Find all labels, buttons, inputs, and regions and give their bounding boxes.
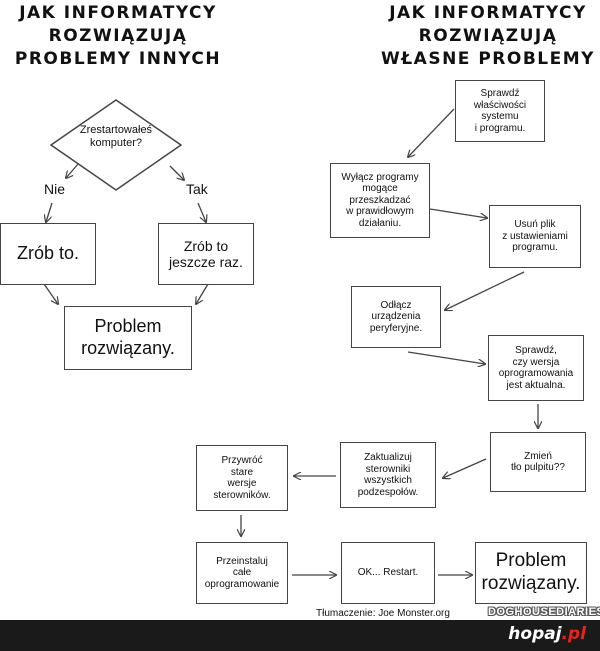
- translation-credit: Tłumaczenie: Joe Monster.org: [316, 608, 450, 619]
- branch-yes-label: Tak: [186, 181, 208, 197]
- arrow-do-again-to-solved: [196, 283, 209, 304]
- box-change-wallpaper: Zmień tło pulpitu??: [490, 432, 586, 492]
- box-solved-right: Problem rozwiązany.: [475, 542, 587, 604]
- title-left: JAK INFORMATYCY ROZWIĄZUJĄ PROBLEMY INNY…: [14, 3, 222, 69]
- footer-bar: hopaj.pl: [0, 620, 600, 651]
- doghousediaries-logo: DOGHOUSEDIARIES: [488, 606, 600, 618]
- box-check-properties: Sprawdź właściwości systemu i programu.: [455, 80, 545, 142]
- arrow-yes-to-do-again: [197, 202, 206, 222]
- arrow-yes-branch: [169, 165, 184, 180]
- box-disconnect-devices: Odłącz urządzenia peryferyjne.: [351, 286, 441, 348]
- arrow-do-it-to-solved: [43, 283, 58, 304]
- arrow-disconnect-to-version: [407, 351, 485, 364]
- box-solved-left: Problem rozwiązany.: [64, 306, 192, 370]
- box-disable-programs: Wyłącz programy mogące przeszkadzać w pr…: [330, 163, 430, 238]
- title-right: JAK INFORMATYCY ROZWIĄZUJĄ WŁASNE PROBLE…: [381, 3, 595, 69]
- logo-accent-text: .pl: [561, 624, 586, 644]
- decision-diamond: [49, 99, 183, 191]
- arrow-wallpaper-to-drivers: [443, 458, 487, 478]
- box-reinstall: Przeinstaluj całe oprogramowanie: [196, 542, 288, 604]
- decision-text: Zrestartowałeś komputer?: [79, 124, 153, 150]
- box-update-drivers: Zaktualizuj sterowniki wszystkich podzes…: [340, 442, 436, 508]
- box-restart: OK... Restart.: [341, 542, 435, 604]
- arrow-no-to-do-it: [46, 202, 53, 222]
- arrow-check-to-disable: [408, 108, 455, 157]
- box-do-again: Zrób to jeszcze raz.: [158, 223, 254, 285]
- arrow-delete-to-disconnect: [445, 271, 525, 310]
- hopaj-logo[interactable]: hopaj.pl: [508, 624, 586, 644]
- logo-main-text: hopaj: [508, 624, 562, 644]
- box-do-it: Zrób to.: [0, 223, 96, 285]
- arrow-no-branch: [66, 163, 79, 178]
- arrow-disable-to-delete: [429, 208, 487, 218]
- box-restore-drivers: Przywróć stare wersje sterowników.: [196, 445, 288, 511]
- branch-no-label: Nie: [44, 181, 66, 197]
- box-delete-settings: Usuń plik z ustawieniami programu.: [489, 205, 581, 268]
- box-check-version: Sprawdź, czy wersja oprogramowania jest …: [488, 335, 584, 401]
